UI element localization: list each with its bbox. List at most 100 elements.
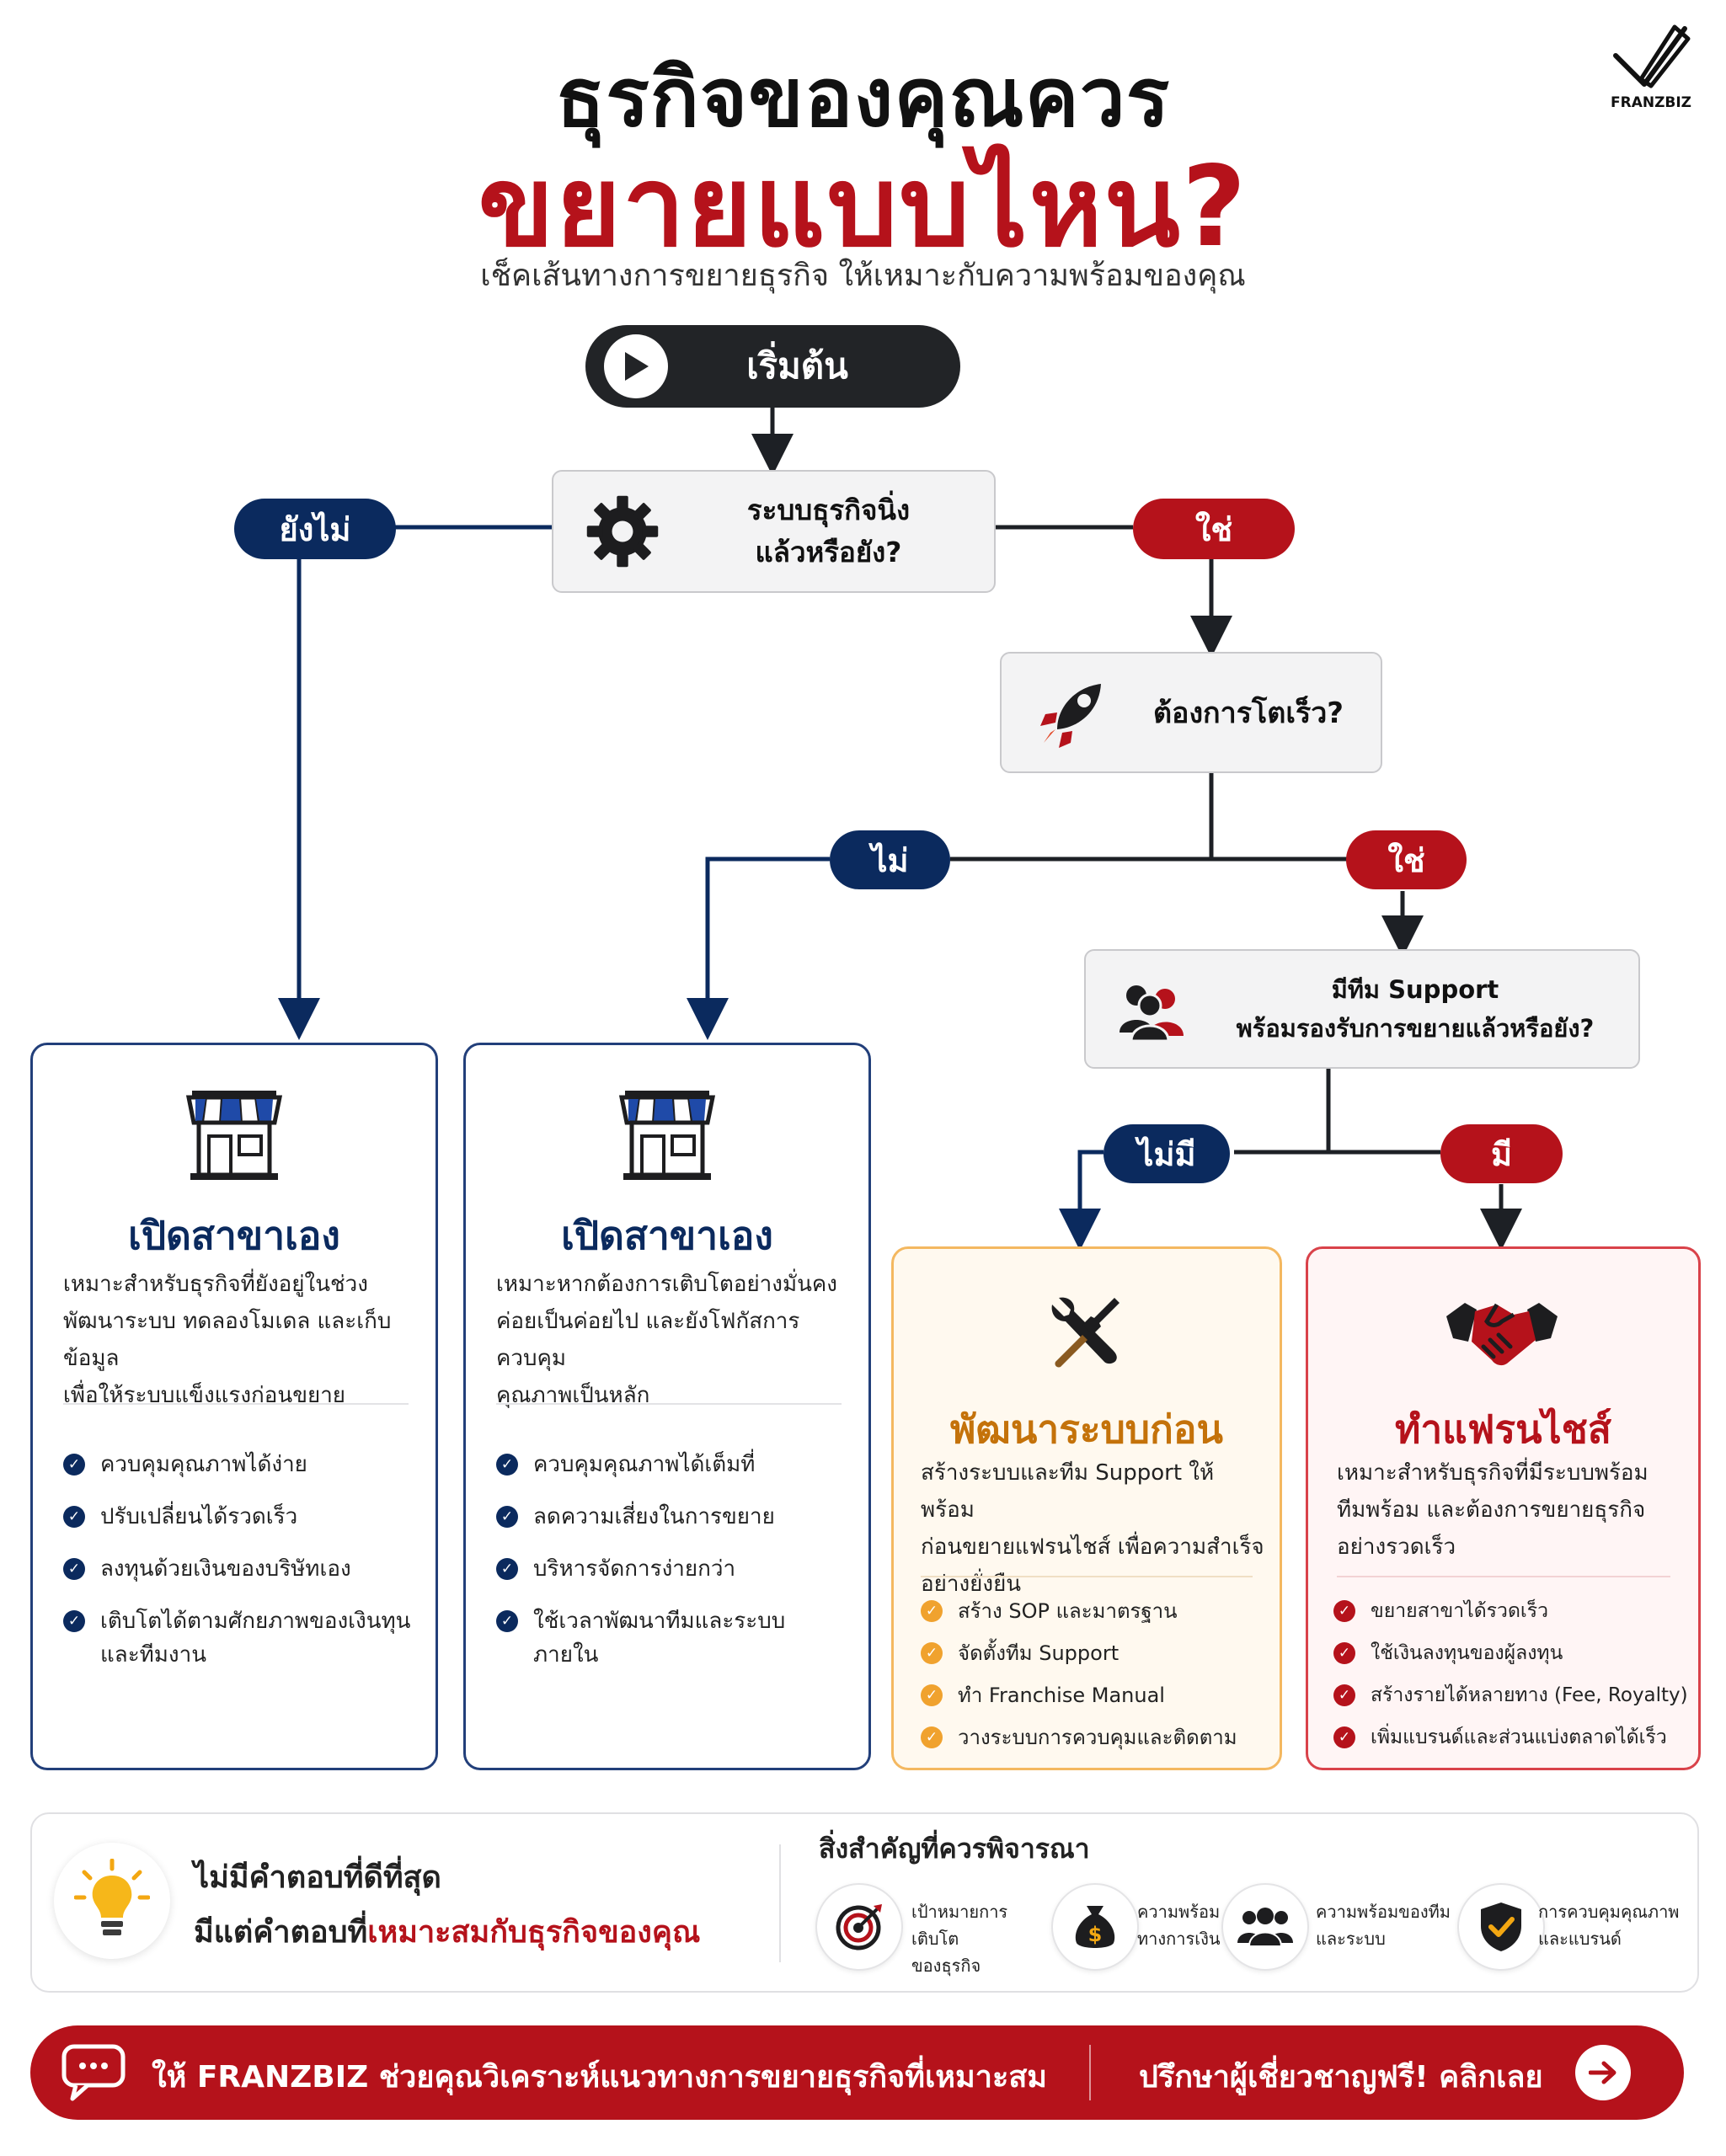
list-item-label: ลดความเสี่ยงในการขยาย xyxy=(533,1504,775,1529)
card-2-desc-line: คุณภาพเป็นหลัก xyxy=(496,1383,650,1408)
consideration-line: ความพร้อมของทีม xyxy=(1316,1902,1451,1922)
list-item: ✓สร้างรายได้หลายทาง (Fee, Royalty) xyxy=(1333,1678,1691,1712)
panel-divider xyxy=(779,1844,781,1962)
card-2-desc-line: เหมาะหากต้องการเติบโตอย่างมั่นคง xyxy=(496,1272,837,1297)
q2-text: ต้องการโตเร็ว? xyxy=(1152,696,1344,730)
insight-line-2-prefix: มีแต่คำตอบที่ xyxy=(194,1915,368,1950)
franzbiz-logo-icon xyxy=(1613,24,1691,88)
card-4-title: ทำแฟรนไชส์ xyxy=(1395,1406,1611,1452)
flow-connectors xyxy=(278,408,1522,1251)
card-1-list: ✓ควบคุมคุณภาพได้ง่าย ✓ปรับเปลี่ยนได้รวดเ… xyxy=(63,1448,417,1690)
connector-q3-no-path xyxy=(1059,1150,1103,1251)
consideration-line: และระบบ xyxy=(1316,1929,1386,1949)
start-node: เริ่มต้น xyxy=(585,325,960,408)
q3-no-pill: ไม่มี xyxy=(1103,1124,1230,1183)
consideration-line: เป้าหมายการเติบโต xyxy=(911,1902,1008,1949)
consideration-line: และแบรนด์ xyxy=(1538,1929,1622,1949)
list-item-label: ควบคุมคุณภาพได้ง่าย xyxy=(100,1452,307,1477)
list-item-label: ใช้เงินลงทุนของผู้ลงทุน xyxy=(1371,1642,1563,1664)
subtitle: เช็คเส้นทางการขยายธุรกิจ ให้เหมาะกับความ… xyxy=(480,259,1246,293)
consideration-label: ความพร้อมของทีมและระบบ xyxy=(1316,1898,1459,1952)
card-3-desc: สร้างระบบและทีม Support ให้พร้อม ก่อนขยา… xyxy=(921,1454,1266,1603)
rocket-icon xyxy=(1040,684,1101,748)
list-item-label: วางระบบการควบคุมและติดตาม xyxy=(958,1726,1237,1749)
list-item: ✓ เพิ่มแบรนด์และส่วนแบ่งตลาดได้เร็ว xyxy=(1333,1721,1691,1754)
money-bag-icon: $ xyxy=(1075,1906,1115,1948)
check-icon: ✓ xyxy=(1333,1726,1355,1748)
lightbulb-badge xyxy=(54,1843,170,1959)
question-grow-fast: ต้องการโตเร็ว? xyxy=(1000,652,1382,773)
divider xyxy=(1337,1576,1670,1577)
consideration-label: ความพร้อมทางการเงิน xyxy=(1137,1898,1255,1952)
card-3-list: ✓สร้าง SOP และมาตรฐาน ✓จัดตั้งทีม Suppor… xyxy=(921,1594,1266,1763)
title-line-1: ธุรกิจของคุณควร xyxy=(555,51,1171,145)
arrow-right-button[interactable] xyxy=(1575,2045,1631,2100)
considerations-title: สิ่งสำคัญที่ควรพิจารณา xyxy=(819,1833,1090,1865)
team-badge xyxy=(1221,1883,1309,1971)
list-item: ✓ บริหารจัดการง่ายกว่า xyxy=(496,1552,850,1586)
check-icon: ✓ xyxy=(921,1726,943,1748)
divider xyxy=(496,1403,842,1405)
list-item: ✓ วางระบบการควบคุมและติดตาม xyxy=(921,1721,1266,1754)
team-icon xyxy=(1237,1908,1293,1947)
arrow-right-icon xyxy=(1589,2061,1616,2084)
list-item-label: เพิ่มแบรนด์และส่วนแบ่งตลาดได้เร็ว xyxy=(1371,1726,1667,1748)
check-icon: ✓ xyxy=(1333,1600,1355,1622)
list-item: ✓ลดความเสี่ยงในการขยาย xyxy=(496,1500,850,1534)
check-icon: ✓ xyxy=(1333,1684,1355,1706)
play-icon xyxy=(604,334,668,398)
start-label: เริ่มต้น xyxy=(746,345,848,387)
question-system-ready: ระบบธุรกิจนิ่ง แล้วหรือยัง? xyxy=(552,470,996,593)
q3-yes-pill: มี xyxy=(1440,1124,1563,1183)
check-icon: ✓ xyxy=(921,1600,943,1622)
list-item: ✓จัดตั้งทีม Support xyxy=(921,1636,1266,1670)
card-1-title: เปิดสาขาเอง xyxy=(128,1213,340,1258)
list-item-label: จัดตั้งทีม Support xyxy=(958,1641,1119,1665)
card-4-desc-line: ทีมพร้อม และต้องการขยายธุรกิจ xyxy=(1337,1497,1646,1523)
q2-no-pill: ไม่ xyxy=(830,830,950,889)
cta-message: ให้ FRANZBIZ ช่วยคุณวิเคราะห์แนวทางการขย… xyxy=(152,2060,1048,2095)
list-item-label: เติบโตได้ตามศักยภาพของเงินทุน และทีมงาน xyxy=(100,1609,411,1668)
title-line-2: ขยายแบบไหน? xyxy=(478,142,1248,272)
consult-link[interactable]: ปรึกษาผู้เชี่ยวชาญฟรี! คลิกเลย xyxy=(1139,2060,1543,2095)
check-icon: ✓ xyxy=(496,1610,518,1632)
q3-line-1: มีทีม Support xyxy=(1331,975,1499,1004)
cta-banner[interactable] xyxy=(30,2025,1684,2120)
handshake-icon xyxy=(1446,1303,1558,1366)
consideration-label: การควบคุมคุณภาพและแบรนด์ xyxy=(1538,1898,1681,1952)
question-support-team: มีทีม Support พร้อมรองรับการขยายแล้วหรือ… xyxy=(1084,949,1640,1069)
card-4-desc-line: เหมาะสำหรับธุรกิจที่มีระบบพร้อม xyxy=(1337,1460,1649,1486)
card-3-desc-line: สร้างระบบและทีม Support ให้พร้อม xyxy=(921,1460,1215,1523)
card-4-list: ✓ขยายสาขาได้รวดเร็ว ✓ ใช้เงินลงทุนของผู้ล… xyxy=(1333,1594,1691,1763)
card-open-branch-1: เปิดสาขาเอง เหมาะสำหรับธุรกิจที่ยังอยู่ใ… xyxy=(30,1043,438,1770)
insight-line-2: มีแต่คำตอบที่เหมาะสมกับธุรกิจของคุณ xyxy=(194,1908,700,1956)
card-develop-system: พัฒนาระบบก่อน สร้างระบบและทีม Support ให… xyxy=(891,1246,1282,1770)
target-icon xyxy=(836,1904,882,1951)
list-item-label: สร้าง SOP และมาตรฐาน xyxy=(958,1599,1178,1623)
list-item: ✓ใช้เวลาพัฒนาทีมและระบบภายใน xyxy=(496,1604,850,1672)
check-icon: ✓ xyxy=(1333,1642,1355,1664)
divider xyxy=(921,1576,1253,1577)
list-item-label: ปรับเปลี่ยนได้รวดเร็ว xyxy=(100,1504,298,1529)
connector-q2-no-path xyxy=(687,857,830,1040)
store-icon xyxy=(185,1091,283,1180)
money-bag-badge: $ xyxy=(1051,1883,1139,1971)
list-item: ✓ ใช้เงินลงทุนของผู้ลงทุน xyxy=(1333,1636,1691,1670)
check-icon: ✓ xyxy=(63,1610,85,1632)
q1-no-pill: ยังไม่ xyxy=(234,499,396,559)
consideration-label: เป้าหมายการเติบโตของธุรกิจ xyxy=(911,1898,1029,1979)
list-item: ✓ขยายสาขาได้รวดเร็ว xyxy=(1333,1594,1691,1628)
consideration-line: การควบคุมคุณภาพ xyxy=(1538,1902,1680,1922)
check-icon: ✓ xyxy=(496,1558,518,1580)
gear-icon xyxy=(586,495,659,568)
list-item: ✓ควบคุมคุณภาพได้เต็มที่ xyxy=(496,1448,850,1481)
card-2-desc-line: ค่อยเป็นค่อยไป และยังโฟกัสการควบคุม xyxy=(496,1309,800,1371)
list-item: ✓ลงทุนด้วยเงินของบริษัทเอง xyxy=(63,1552,417,1586)
card-3-title: พัฒนาระบบก่อน xyxy=(950,1406,1223,1452)
card-2-title: เปิดสาขาเอง xyxy=(561,1213,773,1258)
divider xyxy=(63,1403,409,1405)
shield-badge xyxy=(1457,1883,1545,1971)
list-item-label: บริหารจัดการง่ายกว่า xyxy=(533,1556,736,1582)
svg-text:$: $ xyxy=(1088,1923,1103,1946)
card-2-list: ✓ควบคุมคุณภาพได้เต็มที่ ✓ลดความเสี่ยงในก… xyxy=(496,1448,850,1690)
